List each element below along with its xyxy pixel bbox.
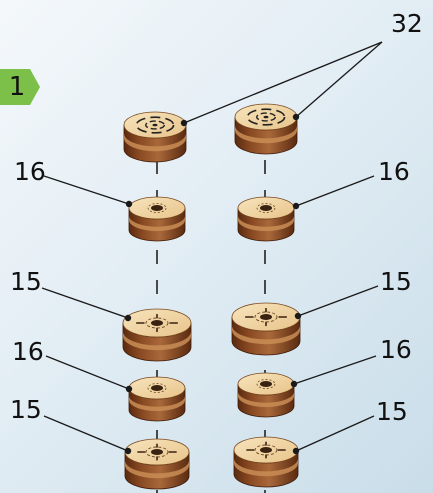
disc-15-right-upper xyxy=(231,302,301,356)
callout-16-left-upper: 16 xyxy=(14,157,46,186)
leader-15-right-up xyxy=(294,285,379,320)
callout-16-right-upper: 16 xyxy=(378,157,410,186)
top-spacer-right xyxy=(234,103,298,155)
disc-15-left-upper xyxy=(122,308,192,362)
step-badge-arrow-icon xyxy=(0,69,40,105)
disc-16-right-lower xyxy=(237,372,295,418)
disc-15-left-lower xyxy=(124,438,190,490)
leader-16-left-low xyxy=(45,355,133,393)
top-spacer-left xyxy=(123,111,187,163)
callout-15-right-lower: 15 xyxy=(376,397,408,426)
leader-15-right-low xyxy=(292,415,375,455)
disc-16-left-lower xyxy=(128,376,186,422)
leader-15-left-low xyxy=(43,415,132,455)
leader-16-left-up xyxy=(43,175,133,208)
callout-15-left-upper: 15 xyxy=(10,267,42,296)
disc-16-left-upper xyxy=(128,196,186,242)
callout-32-top-spacers: 32 xyxy=(391,9,423,38)
callout-15-left-lower: 15 xyxy=(10,395,42,424)
callout-16-left-lower: 16 xyxy=(12,337,44,366)
leader-32-right xyxy=(292,41,383,121)
disc-15-right-lower xyxy=(233,436,299,488)
callout-15-right-upper: 15 xyxy=(380,267,412,296)
leader-15-left-up xyxy=(41,287,132,322)
disc-16-right-upper xyxy=(237,196,295,242)
leader-16-right-up xyxy=(292,175,375,210)
leader-32-left xyxy=(180,41,383,127)
leader-16-right-low xyxy=(290,355,377,388)
step-badge: 1 xyxy=(0,69,42,105)
callout-16-right-lower: 16 xyxy=(380,335,412,364)
step-number: 1 xyxy=(8,72,26,102)
